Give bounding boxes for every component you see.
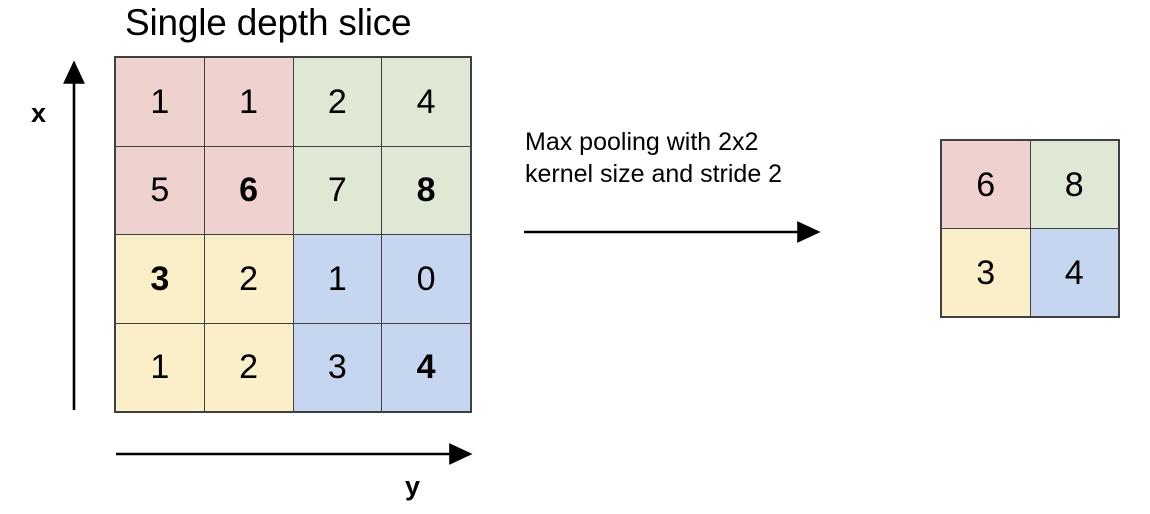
output-cell-r1-c0: 3 (942, 229, 1030, 316)
axis-label-x: x (31, 98, 47, 128)
input-cell-r1-c1: 6 (204, 146, 293, 234)
pooling-caption-line-1: Max pooling with 2x2 (525, 128, 759, 156)
input-cell-r0-c0: 1 (116, 58, 204, 146)
input-cell-r0-c1: 1 (204, 58, 293, 146)
input-cell-r3-c1: 2 (204, 323, 293, 411)
input-cell-r0-c3: 4 (382, 58, 470, 146)
input-cell-r3-c2: 3 (293, 323, 382, 411)
output-cell-r1-c1: 4 (1030, 229, 1118, 316)
pooling-caption: Max pooling with 2x2 kernel size and str… (525, 126, 870, 190)
pooling-caption-line-2: kernel size and stride 2 (525, 160, 783, 188)
input-cell-r1-c2: 7 (293, 146, 382, 234)
page-title: Single depth slice (125, 2, 412, 43)
input-cell-r1-c0: 5 (116, 146, 204, 234)
input-cell-r3-c0: 1 (116, 323, 204, 411)
input-cell-r3-c3: 4 (382, 323, 470, 411)
input-cell-r0-c2: 2 (293, 58, 382, 146)
axis-label-y: y (405, 471, 421, 501)
input-cell-r2-c0: 3 (116, 235, 204, 323)
input-cell-r1-c3: 8 (382, 146, 470, 234)
input-cell-r2-c3: 0 (382, 235, 470, 323)
output-cell-r0-c0: 6 (942, 141, 1030, 228)
output-cell-r0-c1: 8 (1030, 141, 1118, 228)
input-cell-r2-c1: 2 (204, 235, 293, 323)
input-cell-r2-c2: 1 (293, 235, 382, 323)
